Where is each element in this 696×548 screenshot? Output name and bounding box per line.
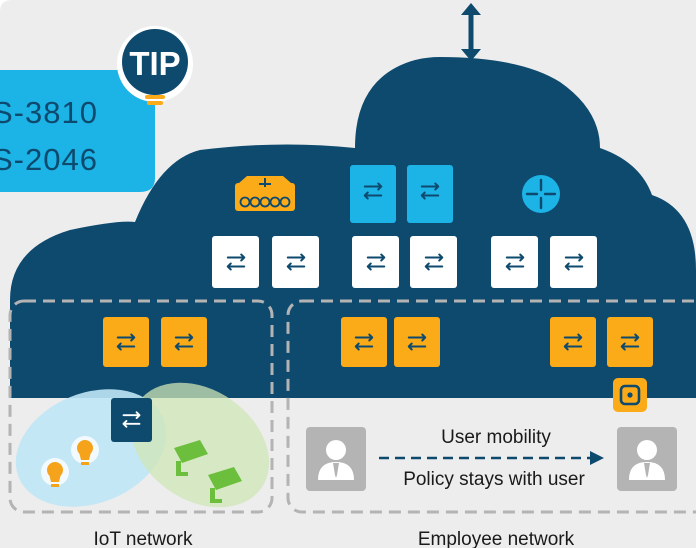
tip-box (0, 70, 155, 192)
iot-network-label: IoT network (94, 529, 193, 548)
tip-session-1: S-3810 (0, 95, 98, 130)
distribution-switch-6 (550, 236, 597, 288)
employee-network-label: Employee network (418, 529, 575, 548)
core-switch-2 (407, 165, 453, 223)
access-switch-employee-3 (550, 317, 596, 367)
distribution-switch-3 (352, 236, 399, 288)
access-point-icon (613, 378, 647, 412)
tip-callout: S-3810 S-2046 TIP (0, 26, 193, 192)
access-switch-iot-1 (103, 317, 149, 367)
distribution-switch-5 (491, 236, 538, 288)
camera-icon (208, 467, 242, 503)
distribution-switch-2 (272, 236, 319, 288)
policy-label: Policy stays with user (403, 469, 585, 490)
tip-session-2: S-2046 (0, 142, 98, 177)
access-switch-employee-2 (394, 317, 440, 367)
access-switch-employee-1 (341, 317, 387, 367)
core-switch-1 (350, 165, 396, 223)
distribution-switch-4 (410, 236, 457, 288)
access-switch-employee-4 (607, 317, 653, 367)
network-cloud (10, 57, 696, 398)
user-mobility-label: User mobility (441, 427, 551, 448)
user-icon (306, 427, 366, 491)
access-switch-iot-2 (161, 317, 207, 367)
employee-network-zone (286, 299, 696, 514)
user-icon (617, 427, 677, 491)
tip-badge-text: TIP (129, 45, 180, 82)
user-mobility-arrow (379, 451, 604, 465)
uplink-arrow-icon (461, 3, 481, 61)
camera-icon (174, 440, 208, 476)
iot-network-zone (8, 299, 274, 514)
distribution-switch-1 (212, 236, 259, 288)
tip-bulb-icon: TIP (117, 26, 193, 105)
router-icon (522, 175, 560, 213)
firewall-icon (235, 176, 295, 211)
iot-edge-switch (111, 398, 152, 442)
lightbulb-icon (41, 458, 69, 487)
lightbulb-icon (71, 436, 99, 465)
